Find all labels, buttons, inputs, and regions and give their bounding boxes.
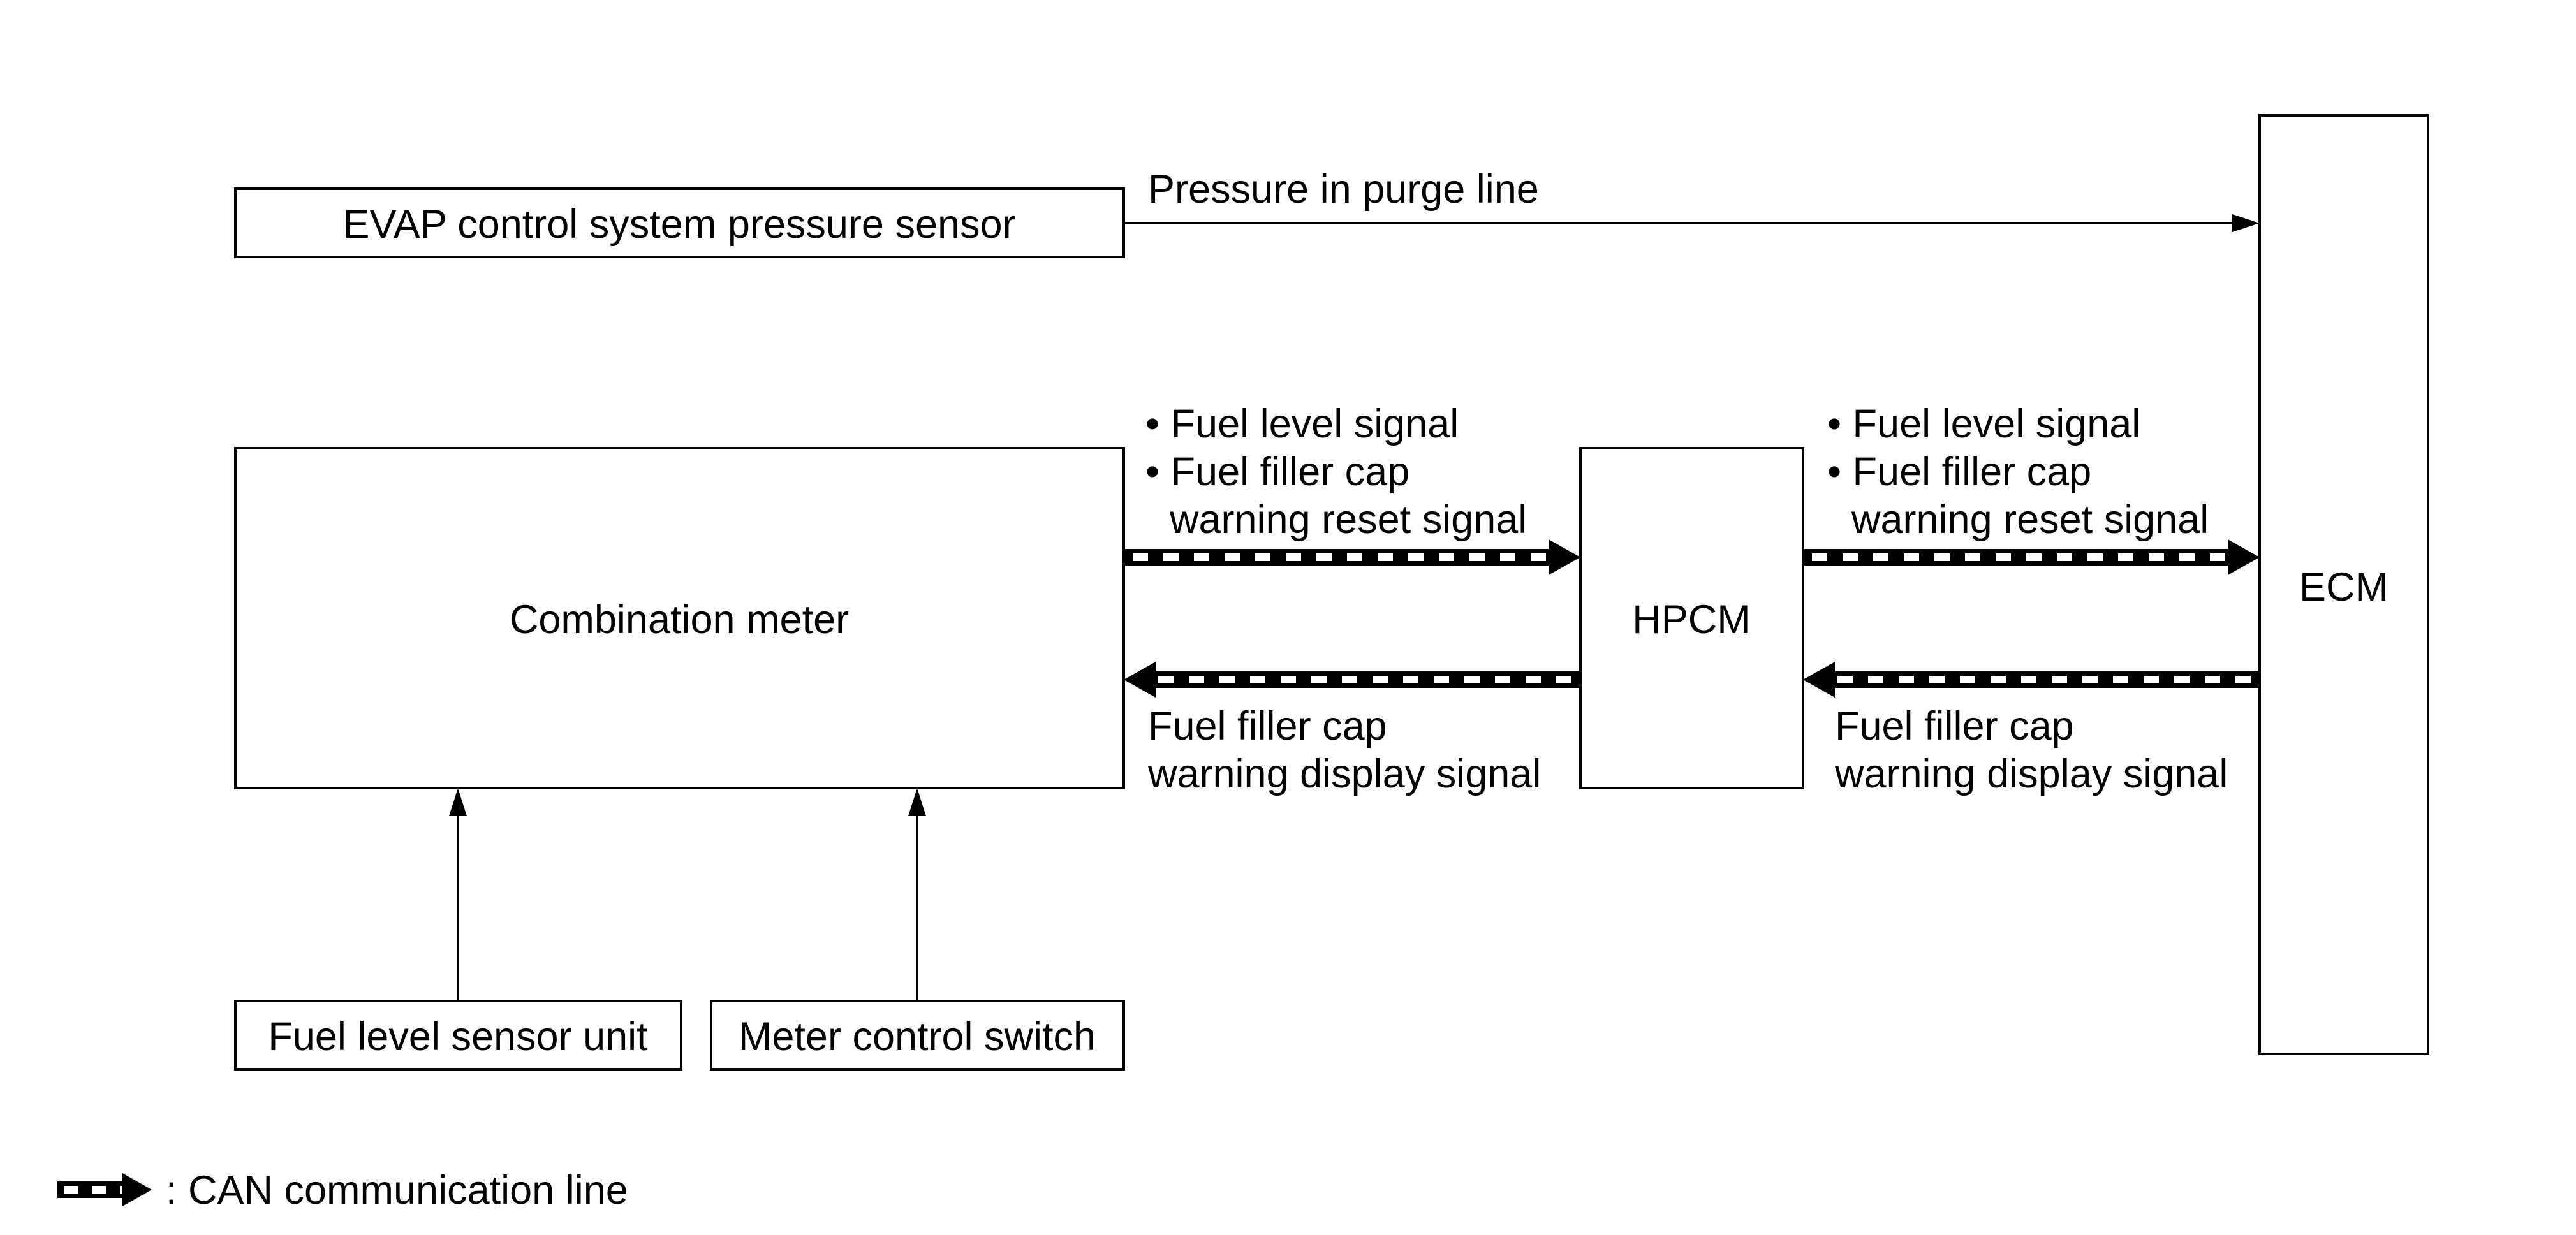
- ecm-block: ECM: [2258, 114, 2429, 1055]
- combination-meter-label: Combination meter: [510, 597, 849, 642]
- combination-meter-block: Combination meter: [234, 447, 1125, 789]
- signal-label-line: warning reset signal: [1851, 497, 2209, 542]
- signal-label-line: warning display signal: [1147, 752, 1541, 796]
- fuel-level-sensor-label: Fuel level sensor unit: [268, 1014, 648, 1059]
- evap-sensor-block: EVAP control system pressure sensor: [234, 187, 1125, 258]
- hpcm-block: HPCM: [1579, 447, 1804, 789]
- hpcm-to-meter-signal-labels: Fuel filler cap warning display signal: [1147, 704, 1541, 796]
- fuel-level-sensor-block: Fuel level sensor unit: [234, 1000, 682, 1071]
- signal-label-line: • Fuel filler cap: [1827, 449, 2091, 494]
- signal-label-line: • Fuel level signal: [1827, 402, 2140, 446]
- signal-label-line: Fuel filler cap: [1148, 704, 1387, 749]
- meter-control-switch-arrow: [908, 788, 926, 1001]
- hpcm-label: HPCM: [1632, 597, 1751, 642]
- can-line-meter-to-hpcm: [1124, 539, 1580, 575]
- ecm-label: ECM: [2299, 565, 2388, 610]
- signal-label-line: • Fuel level signal: [1145, 402, 1459, 446]
- can-line-hpcm-to-ecm: [1803, 539, 2260, 575]
- signal-label-line: warning display signal: [1834, 752, 2228, 796]
- can-line-hpcm-to-meter: [1124, 662, 1580, 698]
- meter-control-switch-block: Meter control switch: [710, 1000, 1125, 1071]
- legend: : CAN communication line: [57, 1168, 628, 1213]
- can-line-legend-symbol: [57, 1173, 152, 1206]
- pressure-signal-arrow: [1124, 214, 2260, 232]
- meter-to-hpcm-signal-labels: • Fuel level signal • Fuel filler cap wa…: [1145, 402, 1527, 542]
- fuel-level-sensor-arrow: [449, 788, 467, 1001]
- can-line-ecm-to-hpcm: [1803, 662, 2260, 698]
- evap-sensor-label: EVAP control system pressure sensor: [342, 202, 1015, 247]
- meter-control-switch-label: Meter control switch: [739, 1014, 1096, 1059]
- signal-label-line: Fuel filler cap: [1835, 704, 2074, 749]
- can-line-legend-label: : CAN communication line: [166, 1168, 628, 1213]
- ecm-to-hpcm-signal-labels: Fuel filler cap warning display signal: [1834, 704, 2228, 796]
- hpcm-to-ecm-signal-labels: • Fuel level signal • Fuel filler cap wa…: [1827, 402, 2209, 542]
- signal-label-line: • Fuel filler cap: [1145, 449, 1409, 494]
- pressure-signal-label: Pressure in purge line: [1148, 167, 1539, 212]
- signal-label-line: warning reset signal: [1169, 497, 1527, 542]
